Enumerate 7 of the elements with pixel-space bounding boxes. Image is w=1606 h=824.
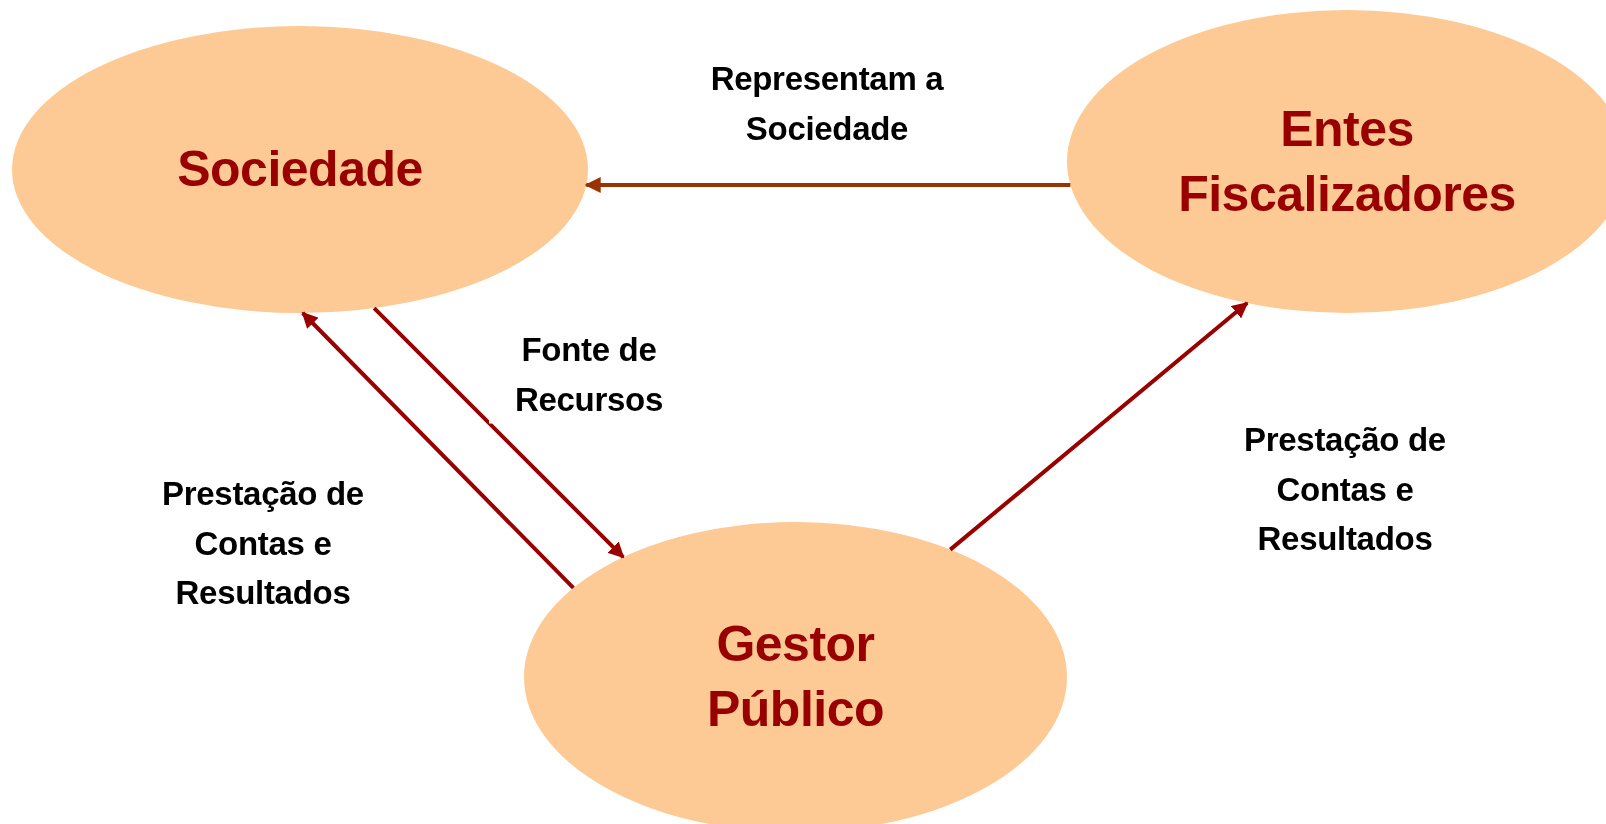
arrow xyxy=(948,301,1249,552)
arrow xyxy=(584,177,1071,193)
node-label: Entes Fiscalizadores xyxy=(1177,99,1517,224)
node-label: Sociedade xyxy=(177,140,423,199)
node-label: Gestor Público xyxy=(705,615,886,739)
arrow xyxy=(372,306,625,559)
arrow xyxy=(301,311,575,590)
